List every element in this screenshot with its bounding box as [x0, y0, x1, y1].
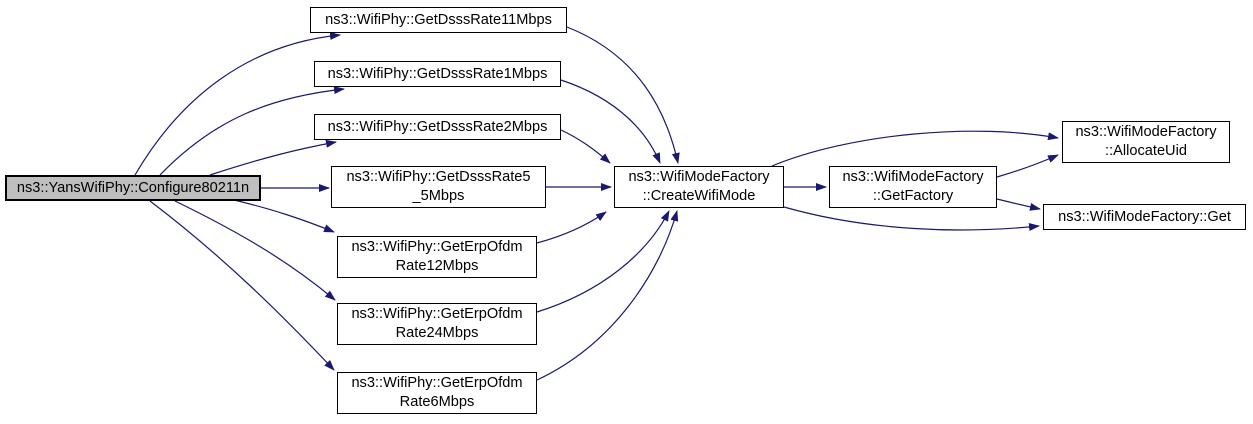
edge-configure80211n-to-geterpofdmrate12mbps [229, 198, 335, 233]
node-geterpofdmrate24mbps[interactable]: ns3::WifiPhy::GetErpOfdm Rate24Mbps [337, 303, 537, 345]
node-createwifimode[interactable]: ns3::WifiModeFactory ::CreateWifiMode [614, 166, 784, 208]
node-getfactory[interactable]: ns3::WifiModeFactory ::GetFactory [829, 166, 997, 208]
edge-createwifimode-to-get [783, 206, 1040, 232]
node-getdsssrate11mbps[interactable]: ns3::WifiPhy::GetDsssRate11Mbps [310, 7, 567, 33]
edge-getdsssrate1mbps-to-createwifimode [560, 79, 661, 164]
node-allocateuid[interactable]: ns3::WifiModeFactory ::AllocateUid [1062, 121, 1230, 163]
node-label: ns3::WifiPhy::GetErpOfdm [351, 306, 523, 322]
node-label: ns3::YansWifiPhy::Configure80211n [16, 179, 250, 196]
node-label: ::CreateWifiMode [642, 188, 756, 204]
edge-configure80211n-to-getdsssrate11mbps [134, 31, 341, 176]
node-label: ns3::WifiPhy::GetDsssRate2Mbps [327, 118, 548, 135]
edge-configure80211n-to-getdsssrate2mbps [209, 139, 337, 176]
node-getdsssrate5-5mbps[interactable]: ns3::WifiPhy::GetDsssRate5 _5Mbps [331, 166, 546, 208]
node-label: ns3::WifiPhy::GetDsssRate11Mbps [325, 11, 552, 28]
edge-getdsssrate2mbps-to-createwifimode [560, 129, 611, 164]
edge-getdsssrate11mbps-to-createwifimode [566, 26, 680, 164]
edge-getfactory-to-allocateuid [996, 154, 1059, 178]
node-geterpofdmrate6mbps[interactable]: ns3::WifiPhy::GetErpOfdm Rate6Mbps [337, 372, 537, 414]
edge-configure80211n-to-getdsssrate1mbps [159, 86, 345, 176]
node-label: ns3::WifiModeFactory [1075, 124, 1217, 140]
node-label: ns3::WifiModeFactory [628, 169, 770, 185]
node-label: ns3::WifiPhy::GetDsssRate1Mbps [327, 65, 548, 82]
node-label: Rate12Mbps [395, 258, 479, 274]
edge-geterpofdmrate6mbps-to-createwifimode [536, 210, 679, 381]
node-label: ::AllocateUid [1105, 143, 1187, 159]
edge-configure80211n-to-geterpofdmrate6mbps [149, 200, 335, 371]
node-label: ns3::WifiPhy::GetDsssRate5 [346, 169, 531, 185]
node-getdsssrate2mbps[interactable]: ns3::WifiPhy::GetDsssRate2Mbps [314, 114, 561, 140]
edge-configure80211n-to-geterpofdmrate24mbps [174, 200, 336, 301]
node-label: Rate24Mbps [395, 325, 479, 341]
node-label: ns3::WifiModeFactory [842, 169, 984, 185]
node-label: ::GetFactory [872, 188, 954, 204]
node-configure80211n: ns3::YansWifiPhy::Configure80211n [5, 175, 261, 201]
node-get[interactable]: ns3::WifiModeFactory::Get [1043, 204, 1246, 230]
node-geterpofdmrate12mbps[interactable]: ns3::WifiPhy::GetErpOfdm Rate12Mbps [337, 236, 537, 278]
edge-getfactory-to-get [996, 198, 1041, 211]
node-label: ns3::WifiPhy::GetErpOfdm [351, 239, 523, 255]
edge-createwifimode-to-allocateuid [771, 130, 1059, 167]
edge-geterpofdmrate24mbps-to-createwifimode [536, 210, 670, 313]
node-label: ns3::WifiModeFactory::Get [1058, 208, 1231, 225]
node-getdsssrate1mbps[interactable]: ns3::WifiPhy::GetDsssRate1Mbps [314, 61, 561, 87]
node-label: Rate6Mbps [399, 394, 475, 410]
node-label: _5Mbps [412, 188, 465, 204]
edge-geterpofdmrate12mbps-to-createwifimode [536, 211, 607, 244]
node-label: ns3::WifiPhy::GetErpOfdm [351, 375, 523, 391]
